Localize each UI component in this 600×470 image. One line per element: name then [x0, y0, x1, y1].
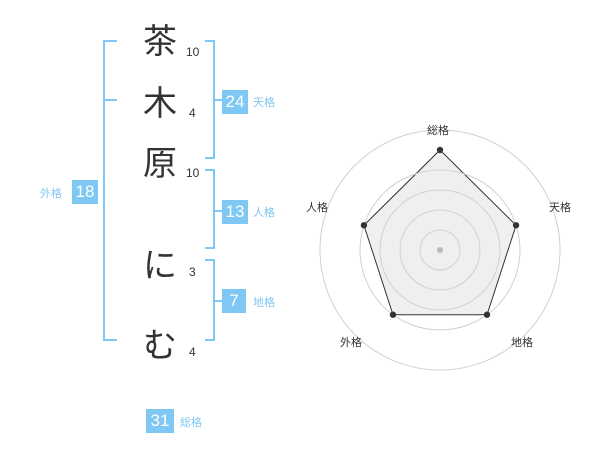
gaikaku-label: 外格 — [40, 187, 62, 200]
jinkaku-bracket — [205, 169, 215, 249]
jinkaku-label: 人格 — [253, 206, 275, 219]
name-char-3: 原 — [143, 144, 177, 184]
stroke-count-2: 4 — [189, 106, 196, 120]
radar-center-dot — [437, 247, 443, 253]
radar-axis-label-chikaku: 地格 — [511, 336, 533, 349]
jinkaku-value: 13 — [222, 200, 248, 224]
gaikaku-value: 18 — [72, 180, 98, 204]
stroke-count-3: 10 — [186, 166, 200, 180]
radar-grid-circle-4 — [419, 229, 461, 271]
radar-axis-label-gaikaku: 外格 — [340, 336, 362, 349]
radar-point-2 — [512, 222, 520, 229]
radar-grid-circle-2 — [379, 189, 501, 311]
radar-polygon — [363, 149, 517, 316]
stroke-count-1: 10 — [186, 45, 200, 59]
gaikaku-bracket — [103, 40, 117, 341]
radar-axis-label-jinkaku: 人格 — [306, 201, 328, 214]
stroke-count-5: 4 — [189, 345, 196, 359]
radar-outer-circle — [319, 129, 561, 371]
chikaku-value: 7 — [222, 289, 246, 313]
soukaku-value: 31 — [146, 409, 174, 433]
name-char-2: 木 — [143, 84, 177, 124]
name-char-1: 茶 — [143, 22, 177, 62]
tenkaku-value: 24 — [222, 90, 248, 114]
soukaku-label: 総格 — [180, 416, 202, 429]
radar-point-3 — [483, 311, 491, 318]
chikaku-label: 地格 — [253, 296, 275, 309]
radar-point-5 — [360, 222, 368, 229]
radar-axis-label-soukaku: 総格 — [427, 124, 449, 137]
radar-axis-label-tenkaku: 天格 — [549, 201, 571, 214]
radar-grid-circle-1 — [359, 169, 521, 331]
radar-grid-circle-3 — [399, 209, 481, 291]
tenkaku-label: 天格 — [253, 96, 275, 109]
name-char-4: に — [143, 246, 177, 286]
stroke-count-4: 3 — [189, 265, 196, 279]
name-char-5: む — [143, 326, 177, 366]
radar-point-4 — [389, 311, 397, 318]
radar-point-1 — [436, 146, 444, 154]
